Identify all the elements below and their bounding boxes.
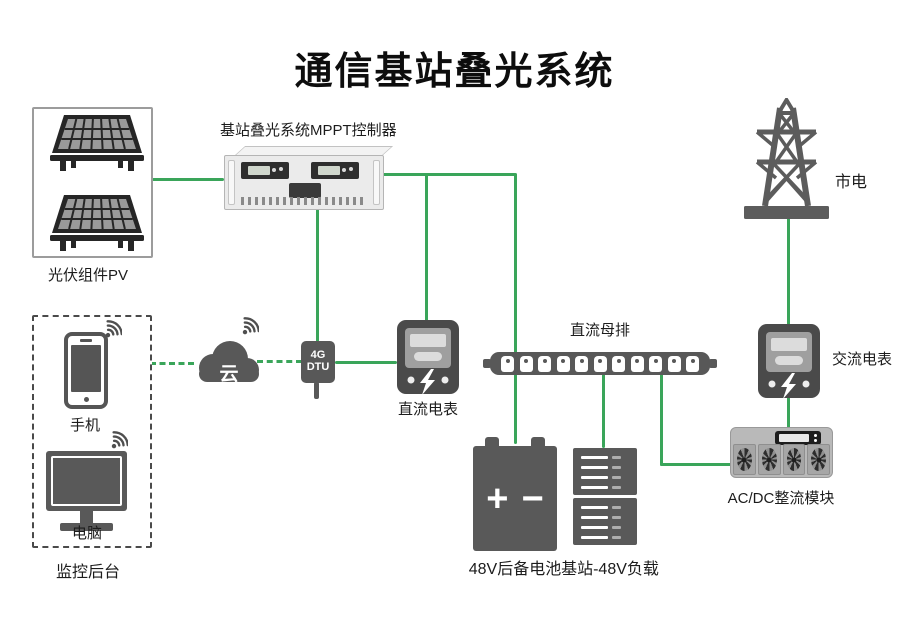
mppt-display-panel [241,162,289,179]
busbar-terminal [612,355,625,372]
busbar-terminal [538,355,551,372]
dc-meter-label: 直流电表 [397,401,458,418]
wire-mppt-to-dtu [316,209,319,342]
busbar-terminal [519,355,533,372]
mppt-label: 基站叠光系统MPPT控制器 [220,122,397,139]
mppt-rack-ear [228,160,235,205]
mppt-rack-ear [373,160,380,205]
wire-mppt-to-busbar-horizontal [382,173,516,176]
monitor-backend-label: 监控后台 [56,564,121,581]
wire-busbar-to-rectifier-vertical [660,374,663,466]
busbar-label: 直流母排 [569,322,630,339]
solar-panel-icon [50,195,144,251]
dtu-line2: DTU [306,361,330,373]
wifi-icon [242,317,259,335]
wire-busbar-to-rectifier-horizontal [660,463,732,466]
mppt-controller-device [224,146,394,210]
cloud-label: 云 [219,364,238,385]
mppt-terminal-row [241,197,367,205]
battery-minus-sign: − [521,477,544,520]
dtu-line1: 4G [310,349,326,362]
phone-label: 手机 [69,417,100,434]
wire-dtu-to-dc-meter [335,361,397,364]
ac-meter-label: 交流电表 [832,351,893,368]
mppt-connector-block [289,183,321,198]
rectifier-module [730,427,833,478]
battery-plus-sign: + [486,477,509,520]
power-tower-icon [744,98,829,219]
wire-busbar-to-battery [514,374,517,444]
page-title: 通信基站叠光系统 [294,51,615,93]
fan-icon [807,444,830,475]
wire-grid-to-ac-meter [787,217,790,325]
dtu-antenna [314,382,319,399]
pv-label: 光伏组件PV [48,267,129,284]
load-rack-icon [573,498,637,545]
grid-label: 市电 [835,174,868,191]
wire-ac-meter-to-rectifier [787,397,790,428]
rectifier-display [775,431,821,445]
dc-meter-icon [397,320,459,395]
wire-dc-meter-drop [425,173,428,322]
load-rack-icon [573,448,637,495]
phone-icon [64,332,108,409]
battery-icon: + − [473,437,557,551]
computer-label: 电脑 [71,525,102,542]
solar-panel-icon [50,115,144,171]
rectifier-fans [733,444,830,475]
dc-busbar [483,352,717,375]
wire-cloud-to-dtu-dashed [257,360,302,363]
wifi-icon [111,431,128,449]
busbar-terminal [501,355,514,372]
mppt-display-panel [311,162,359,179]
dtu-box: 4G DTU [301,341,335,383]
computer-stand [80,511,93,524]
cloud-icon: 云 [199,341,259,385]
battery-label: 48V后备电池 [468,561,562,578]
wire-pv-to-mppt [152,178,224,181]
computer-base [60,523,113,531]
busbar-terminal [667,355,681,372]
wifi-icon [105,320,122,338]
load-label: 基站-48V负载 [561,561,659,578]
busbar-terminal [575,355,588,372]
wire-busbar-drop [514,173,517,354]
busbar-terminal [649,355,662,372]
busbar-terminal [630,355,644,372]
mppt-device-front-face [224,155,384,210]
busbar-terminal [556,355,570,372]
fan-icon [757,444,781,475]
fan-icon [733,444,756,475]
busbar-terminal [593,355,607,372]
rectifier-label: AC/DC整流模块 [727,490,835,507]
ac-meter-icon [758,324,820,399]
computer-icon [46,451,127,511]
busbar-terminal [686,355,699,372]
wire-monitor-to-cloud-dashed [150,362,194,365]
wire-busbar-to-load [602,374,605,448]
fan-icon [782,444,806,475]
